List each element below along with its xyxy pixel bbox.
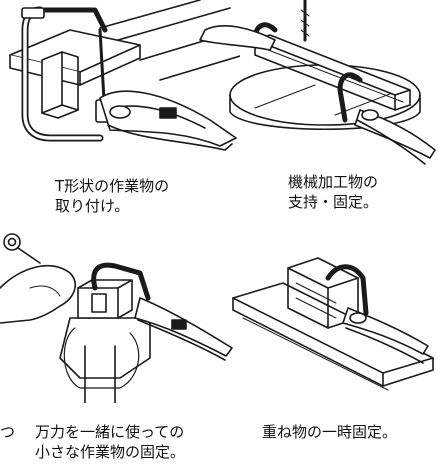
illustration-machining-support	[199, 0, 436, 165]
illustration-tshape-clamping	[9, 0, 240, 151]
caption-overlap-text: 重ね物の一時固定。	[262, 423, 398, 441]
caption-edge-fragment-text: つ	[0, 423, 16, 441]
illustration-vise-small-parts	[0, 233, 233, 403]
caption-tshape-line1: T形状の作業物の	[55, 177, 170, 195]
illustration-overlap-fixing	[232, 257, 434, 391]
caption-machining: 機械加工物の 支持・固定。	[288, 172, 378, 212]
caption-small-parts: 万力を一緒に使っての 小さな作業物の固定。	[35, 422, 185, 462]
caption-tshape-line2: 取り付け。	[55, 197, 130, 215]
caption-edge-fragment: つ	[0, 422, 15, 442]
caption-machining-line2: 支持・固定。	[288, 193, 379, 211]
caption-overlap: 重ね物の一時固定。	[262, 422, 397, 442]
caption-small-parts-line1: 万力を一緒に使っての	[35, 423, 185, 441]
caption-small-parts-line2: 小さな作業物の固定。	[35, 443, 186, 461]
caption-tshape: T形状の作業物の 取り付け。	[55, 176, 169, 216]
caption-machining-line1: 機械加工物の	[288, 173, 379, 191]
